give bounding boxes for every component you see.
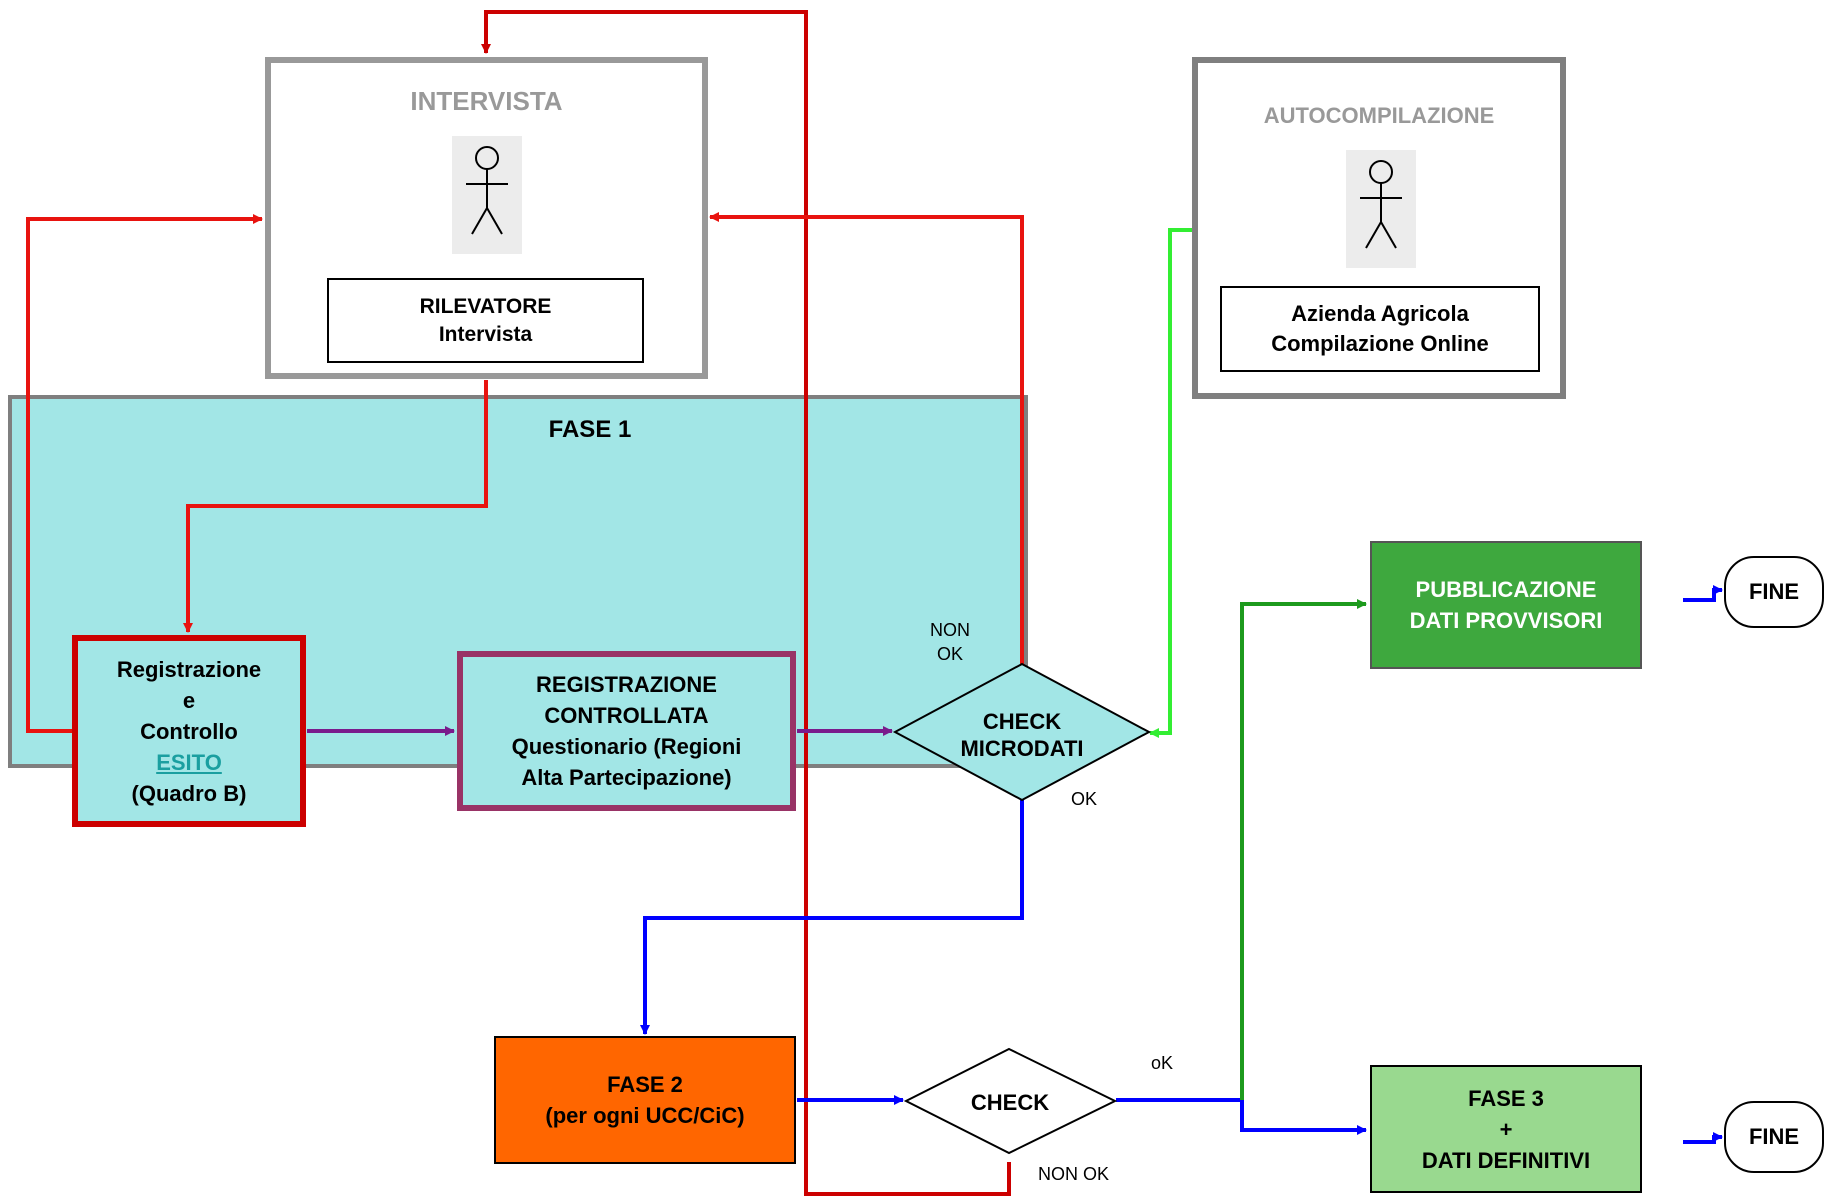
registrazione-line1: Registrazione (116, 656, 262, 682)
registrazione-box: Registrazione e Controllo ESITO (Quadro … (72, 635, 306, 827)
fase3-line1: FASE 3 (1468, 1085, 1544, 1111)
check-microdati-ok-to-fase2 (640, 800, 1024, 1035)
check-microdati-label: CHECK MICRODATI (930, 709, 1114, 761)
rilevatore-label: RILEVATORE (419, 294, 552, 318)
rilevatore-box: RILEVATORE Intervista (327, 278, 644, 363)
intervista-title: INTERVISTA (410, 86, 563, 116)
registrazione-line3: Controllo (140, 718, 238, 744)
registrazione-line2: e (182, 687, 196, 713)
check-ok-to-fase3 (1116, 1098, 1367, 1135)
pubblicazione-line1: PUBBLICAZIONE (1415, 577, 1597, 602)
registrazione-controllata-box: REGISTRAZIONE CONTROLLATA Questionario (… (457, 651, 796, 811)
fase3-line3: DATI DEFINITIVI (1421, 1147, 1591, 1173)
autocompilazione-title: AUTOCOMPILAZIONE (1263, 103, 1495, 128)
check-microdati-line2: MICRODATI (960, 736, 1084, 761)
rilevatore-sublabel: Intervista (438, 322, 533, 346)
azienda-box: Azienda Agricola Compilazione Online (1220, 286, 1540, 372)
controllata-line3: Questionario (Regioni (511, 734, 742, 759)
fine-bottom: FINE (1724, 1101, 1824, 1173)
intervista-to-registrazione (183, 380, 488, 633)
pubblicazione-line2: DATI PROVVISORI (1409, 608, 1603, 633)
non-ok-line2: OK (936, 644, 963, 664)
loop-check-to-intervista (481, 10, 1011, 1196)
azienda-sublabel: Compilazione Online (1271, 331, 1489, 356)
azienda-actor-icon (1346, 150, 1416, 268)
fase3-box: FASE 3 + DATI DEFINITIVI (1370, 1065, 1642, 1193)
esito-link[interactable]: ESITO (156, 749, 222, 775)
check-microdati-line1: CHECK (982, 709, 1062, 734)
check-label: CHECK (970, 1090, 1050, 1115)
check-to-pubblicazione (1240, 599, 1367, 1100)
check-ok-label: oK (1151, 1053, 1174, 1073)
fase3-to-fine (1683, 1132, 1723, 1144)
fase1-title: FASE 1 (548, 416, 632, 443)
controllata-line1: REGISTRAZIONE (536, 672, 717, 697)
check-microdati-non-ok-to-intervista (709, 212, 1024, 664)
pubblicazione-box: PUBBLICAZIONE DATI PROVVISORI (1370, 541, 1642, 669)
loop-registrazione-to-intervista (26, 214, 263, 733)
check-microdati-ok: OK (1071, 789, 1098, 809)
controllata-line2: CONTROLLATA (544, 703, 709, 728)
controllata-line4: Alta Partecipazione) (521, 765, 732, 790)
azienda-label: Azienda Agricola (1291, 301, 1469, 326)
check-microdati-non-ok: NON OK (920, 618, 980, 666)
check-non-ok-label: NON OK (1038, 1164, 1110, 1184)
rilevatore-actor-icon (452, 136, 522, 254)
fine-top: FINE (1724, 556, 1824, 628)
fase2-line2: (per ogni UCC/CiC) (545, 1103, 745, 1128)
fase2-line1: FASE 2 (607, 1072, 683, 1097)
autocompilazione-to-check-microdati (1149, 228, 1192, 738)
registrazione-line5: (Quadro B) (131, 780, 247, 806)
non-ok-line1: NON (930, 620, 970, 640)
fase3-line2: + (1499, 1116, 1513, 1142)
pubblicazione-to-fine (1683, 585, 1723, 602)
fase2-box: FASE 2 (per ogni UCC/CiC) (494, 1036, 796, 1164)
